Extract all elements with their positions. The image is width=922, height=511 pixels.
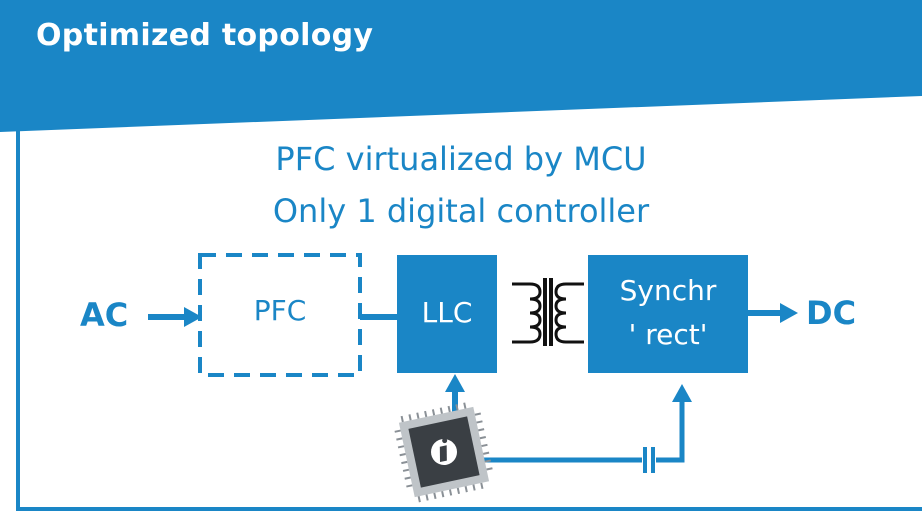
microcontroller-chip-icon — [394, 402, 493, 503]
dc-output-label: DC — [806, 294, 857, 332]
transformer-icon — [512, 278, 584, 346]
mcu-llc-arrowhead — [445, 374, 465, 392]
dc-arrowhead — [780, 303, 798, 323]
ac-input-label: AC — [80, 296, 129, 334]
sync-rect-block — [588, 255, 748, 373]
llc-block — [397, 255, 497, 373]
capacitor-isolation-icon — [643, 447, 655, 473]
mcu-sync-arrowhead — [672, 384, 692, 402]
pfc-block-label: PFC — [253, 294, 307, 327]
mcu-sync-line-return — [656, 400, 685, 463]
sync-block-label-line1: Synchr — [619, 274, 717, 307]
subtitle-line-1: PFC virtualized by MCU — [275, 140, 647, 178]
ac-arrowhead — [184, 307, 202, 327]
llc-block-label: LLC — [421, 296, 473, 329]
sync-block-label-line2: ' rect' — [628, 318, 708, 351]
page-title: Optimized topology — [36, 18, 374, 53]
subtitle-line-2: Only 1 digital controller — [272, 192, 650, 230]
